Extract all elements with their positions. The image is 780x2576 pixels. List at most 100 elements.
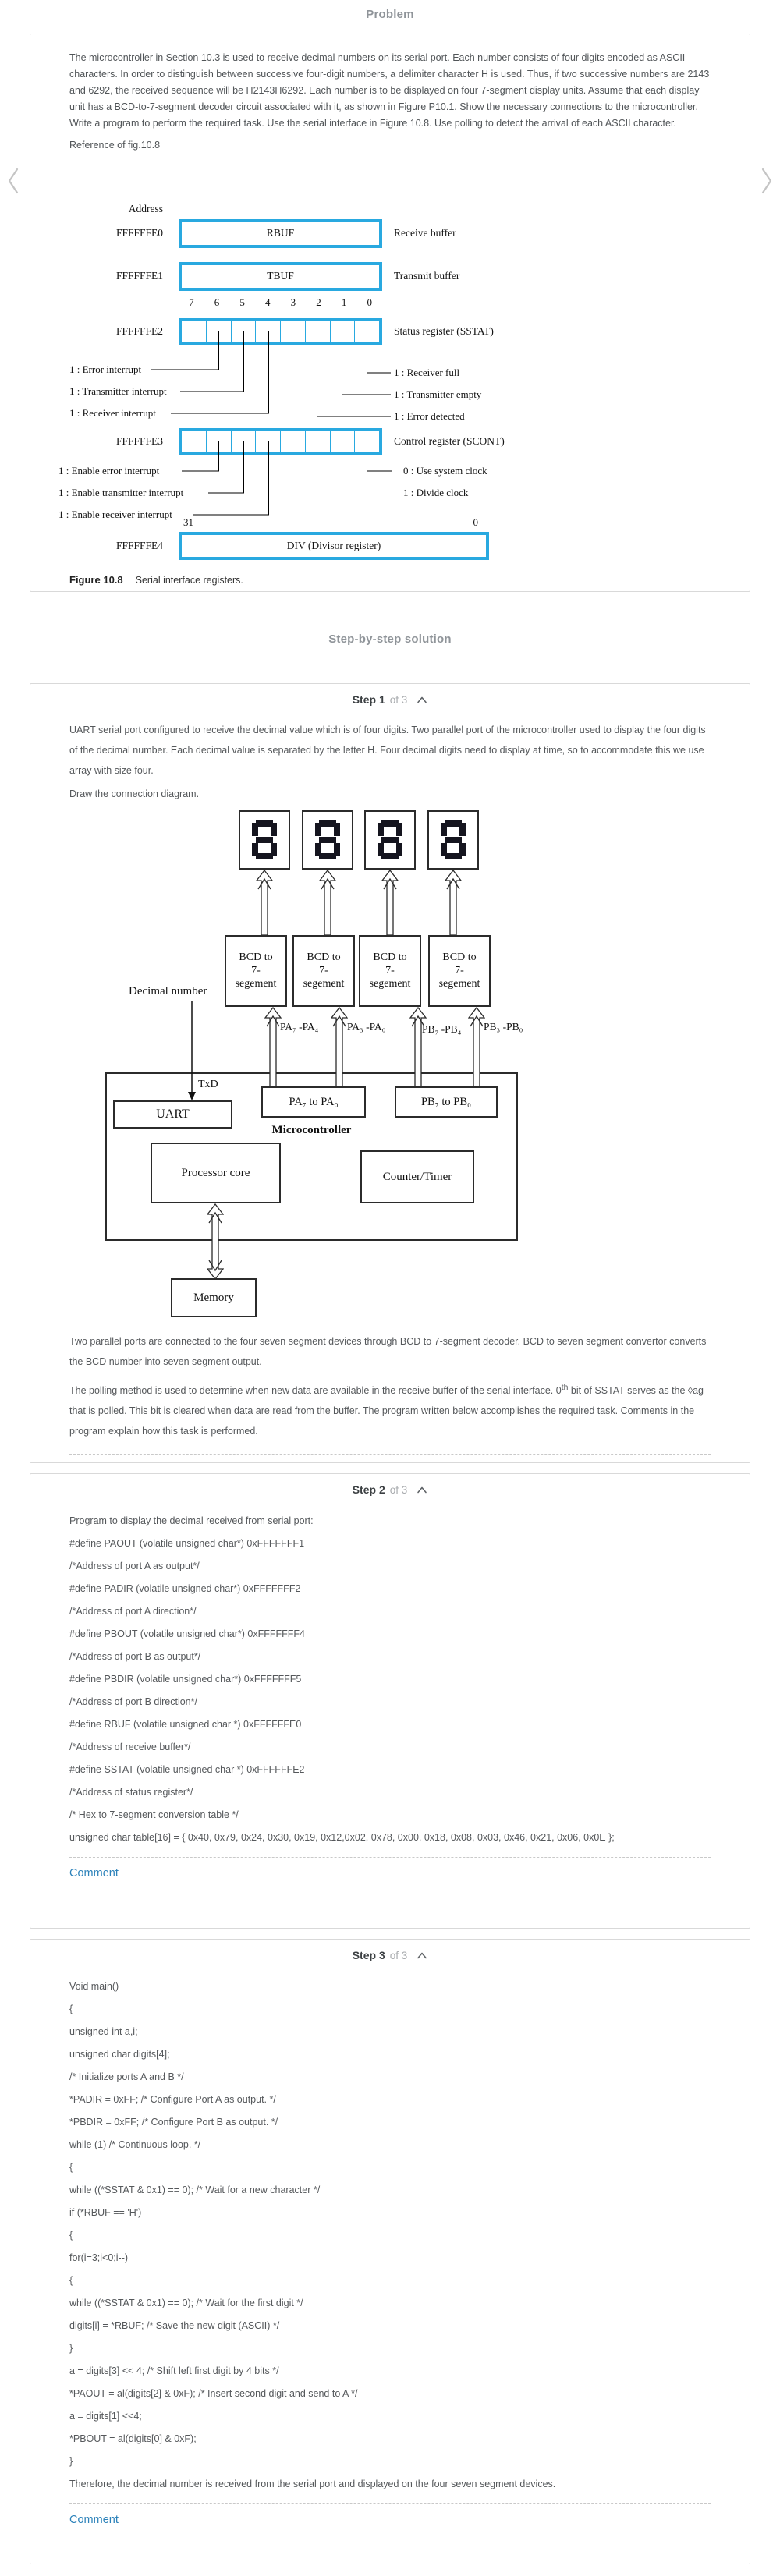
bit-number: 6 bbox=[214, 296, 220, 308]
step1-paragraph: Two parallel ports are connected to the … bbox=[69, 1336, 707, 1367]
code-line: /* Hex to 7-segment conversion table */ bbox=[69, 1809, 239, 1820]
step1-paragraph: Draw the connection diagram. bbox=[69, 788, 200, 799]
code-line: /*Address of port B as output*/ bbox=[69, 1651, 201, 1662]
decimal-number-label: Decimal number bbox=[129, 985, 207, 997]
chevron-up-icon bbox=[417, 696, 427, 703]
step-3-card: Step 3 of 3 Void main(){unsigned int a,i… bbox=[30, 1939, 750, 2564]
div-bit-high: 31 bbox=[183, 516, 193, 528]
seven-segment-display bbox=[427, 810, 479, 870]
seven-segment-display bbox=[364, 810, 416, 870]
up-arrow-icon bbox=[319, 870, 336, 935]
chevron-right-icon bbox=[761, 168, 772, 194]
bit-cell bbox=[207, 431, 232, 452]
step-title: Step 3 bbox=[352, 1949, 385, 1961]
code-line: while ((*SSTAT & 0x1) == 0); /* Wait for… bbox=[69, 2184, 321, 2195]
bcd-label: BCD to bbox=[307, 951, 341, 963]
step-2-card: Step 2 of 3 Program to display the decim… bbox=[30, 1473, 750, 1929]
step-3-header[interactable]: Step 3 of 3 bbox=[30, 1940, 750, 1961]
scont-register-box bbox=[179, 428, 382, 455]
uart-box: UART bbox=[113, 1100, 232, 1129]
collapse-step-button[interactable] bbox=[417, 1486, 427, 1494]
register-box: RBUF bbox=[179, 219, 382, 248]
next-problem-button[interactable] bbox=[760, 168, 774, 198]
code-line: #define PADIR (volatile unsigned char*) … bbox=[69, 1583, 301, 1594]
figure-caption-number: Figure 10.8 bbox=[69, 574, 123, 586]
collapse-step-button[interactable] bbox=[417, 1952, 427, 1959]
port-bus-label: PA₇ -PA₄ bbox=[280, 1021, 319, 1033]
seven-segment-display bbox=[239, 810, 290, 870]
bcd-label: 7- bbox=[319, 965, 328, 976]
scont-address: FFFFFFE3 bbox=[115, 435, 163, 447]
code-line: #define PBOUT (volatile unsigned char*) … bbox=[69, 1628, 305, 1639]
register-row: FFFFFFE0 RBUF Receive buffer bbox=[30, 219, 750, 248]
sstat-description: Status register (SSTAT) bbox=[394, 325, 494, 337]
bcd-decoder: BCD to 7- segement bbox=[225, 935, 287, 1007]
bit-number: 7 bbox=[189, 296, 194, 308]
port-b-box: PB₇ to PB₀ bbox=[395, 1086, 498, 1118]
step-1-header[interactable]: Step 1 of 3 bbox=[30, 684, 750, 706]
code-line: { bbox=[69, 2230, 73, 2241]
chevron-up-icon bbox=[417, 1952, 427, 1958]
comment-link[interactable]: Comment bbox=[69, 1867, 119, 1880]
code-line: /*Address of port B direction*/ bbox=[69, 1696, 197, 1707]
code-line: unsigned char digits[4]; bbox=[69, 2049, 170, 2060]
seven-segment-display bbox=[302, 810, 353, 870]
port-bus-label: PB₇ -PB₄ bbox=[422, 1023, 462, 1035]
problem-heading: Problem bbox=[366, 8, 414, 21]
bit-cell bbox=[355, 321, 379, 342]
bcd-label: segement bbox=[369, 978, 411, 990]
polling-text: The polling method is used to determine … bbox=[69, 1385, 562, 1397]
comment-link[interactable]: Comment bbox=[69, 2514, 119, 2526]
figure-reference: Reference of fig.10.8 bbox=[69, 140, 161, 151]
div-register-box: DIV (Divisor register) bbox=[179, 532, 489, 560]
bit-label: 1 : Enable receiver interrupt bbox=[58, 508, 172, 520]
div-bit-low: 0 bbox=[473, 516, 479, 528]
bit-number: 2 bbox=[316, 296, 321, 308]
collapse-step-button[interactable] bbox=[417, 696, 427, 703]
step-2-header[interactable]: Step 2 of 3 bbox=[30, 1474, 750, 1496]
bit-number: 4 bbox=[264, 296, 271, 308]
up-arrow-icon bbox=[381, 870, 399, 935]
address-heading: Address bbox=[128, 203, 163, 214]
program-listing: Void main(){unsigned int a,i;unsigned ch… bbox=[69, 1979, 711, 2470]
step-1-card: Step 1 of 3 UART serial port configured … bbox=[30, 683, 750, 1463]
double-arrow-icon bbox=[207, 1203, 224, 1280]
previous-problem-button[interactable] bbox=[6, 168, 20, 198]
step1-paragraph: UART serial port configured to receive t… bbox=[69, 725, 706, 776]
buffer-registers: FFFFFFE0 RBUF Receive buffer FFFFFFE1 TB… bbox=[30, 34, 750, 591]
down-arrow-icon bbox=[188, 1001, 196, 1100]
step3-conclusion: Therefore, the decimal number is receive… bbox=[69, 2479, 556, 2489]
bit-cell bbox=[256, 321, 281, 342]
code-line: /*Address of receive buffer*/ bbox=[69, 1742, 191, 1752]
code-line: *PBOUT = al(digits[0] & 0xF); bbox=[69, 2433, 197, 2444]
sstat-register-box bbox=[179, 318, 382, 345]
bit-cell bbox=[207, 321, 232, 342]
bit-cell bbox=[306, 321, 331, 342]
port-a-box: PA₇ to PA₀ bbox=[261, 1086, 366, 1118]
bcd-label: BCD to bbox=[239, 951, 273, 963]
polling-text: bit of SSTAT serves as the ◊ag that is p… bbox=[69, 1385, 704, 1437]
bit-number: 3 bbox=[290, 296, 296, 308]
step-title: Step 2 bbox=[352, 1483, 385, 1496]
code-line: } bbox=[69, 2343, 73, 2354]
problem-card: The microcontroller in Section 10.3 is u… bbox=[30, 34, 750, 592]
bit-label: 1 : Enable error interrupt bbox=[58, 465, 160, 477]
code-line: a = digits[3] << 4; /* Shift left first … bbox=[69, 2365, 279, 2376]
bit-cell bbox=[281, 321, 306, 342]
step-count: of 3 bbox=[389, 693, 408, 706]
register-description: Receive buffer bbox=[394, 227, 456, 239]
port-bus-label: PB₃ -PB₀ bbox=[484, 1021, 523, 1033]
bit-cell bbox=[256, 431, 281, 452]
register-address: FFFFFFE0 bbox=[115, 227, 163, 239]
code-line: if (*RBUF == 'H') bbox=[69, 2207, 142, 2218]
microcontroller-label: Microcontroller bbox=[271, 1124, 352, 1136]
up-arrow-icon bbox=[256, 870, 273, 935]
connection-diagram: BCD to 7- segement BCD to 7- segement BC… bbox=[69, 807, 711, 1322]
bit-number: 0 bbox=[367, 296, 372, 308]
digit-8-icon bbox=[378, 820, 402, 859]
solution-heading: Step-by-step solution bbox=[328, 632, 452, 646]
code-line: #define PBDIR (volatile unsigned char*) … bbox=[69, 1674, 302, 1685]
step-count: of 3 bbox=[389, 1949, 408, 1961]
